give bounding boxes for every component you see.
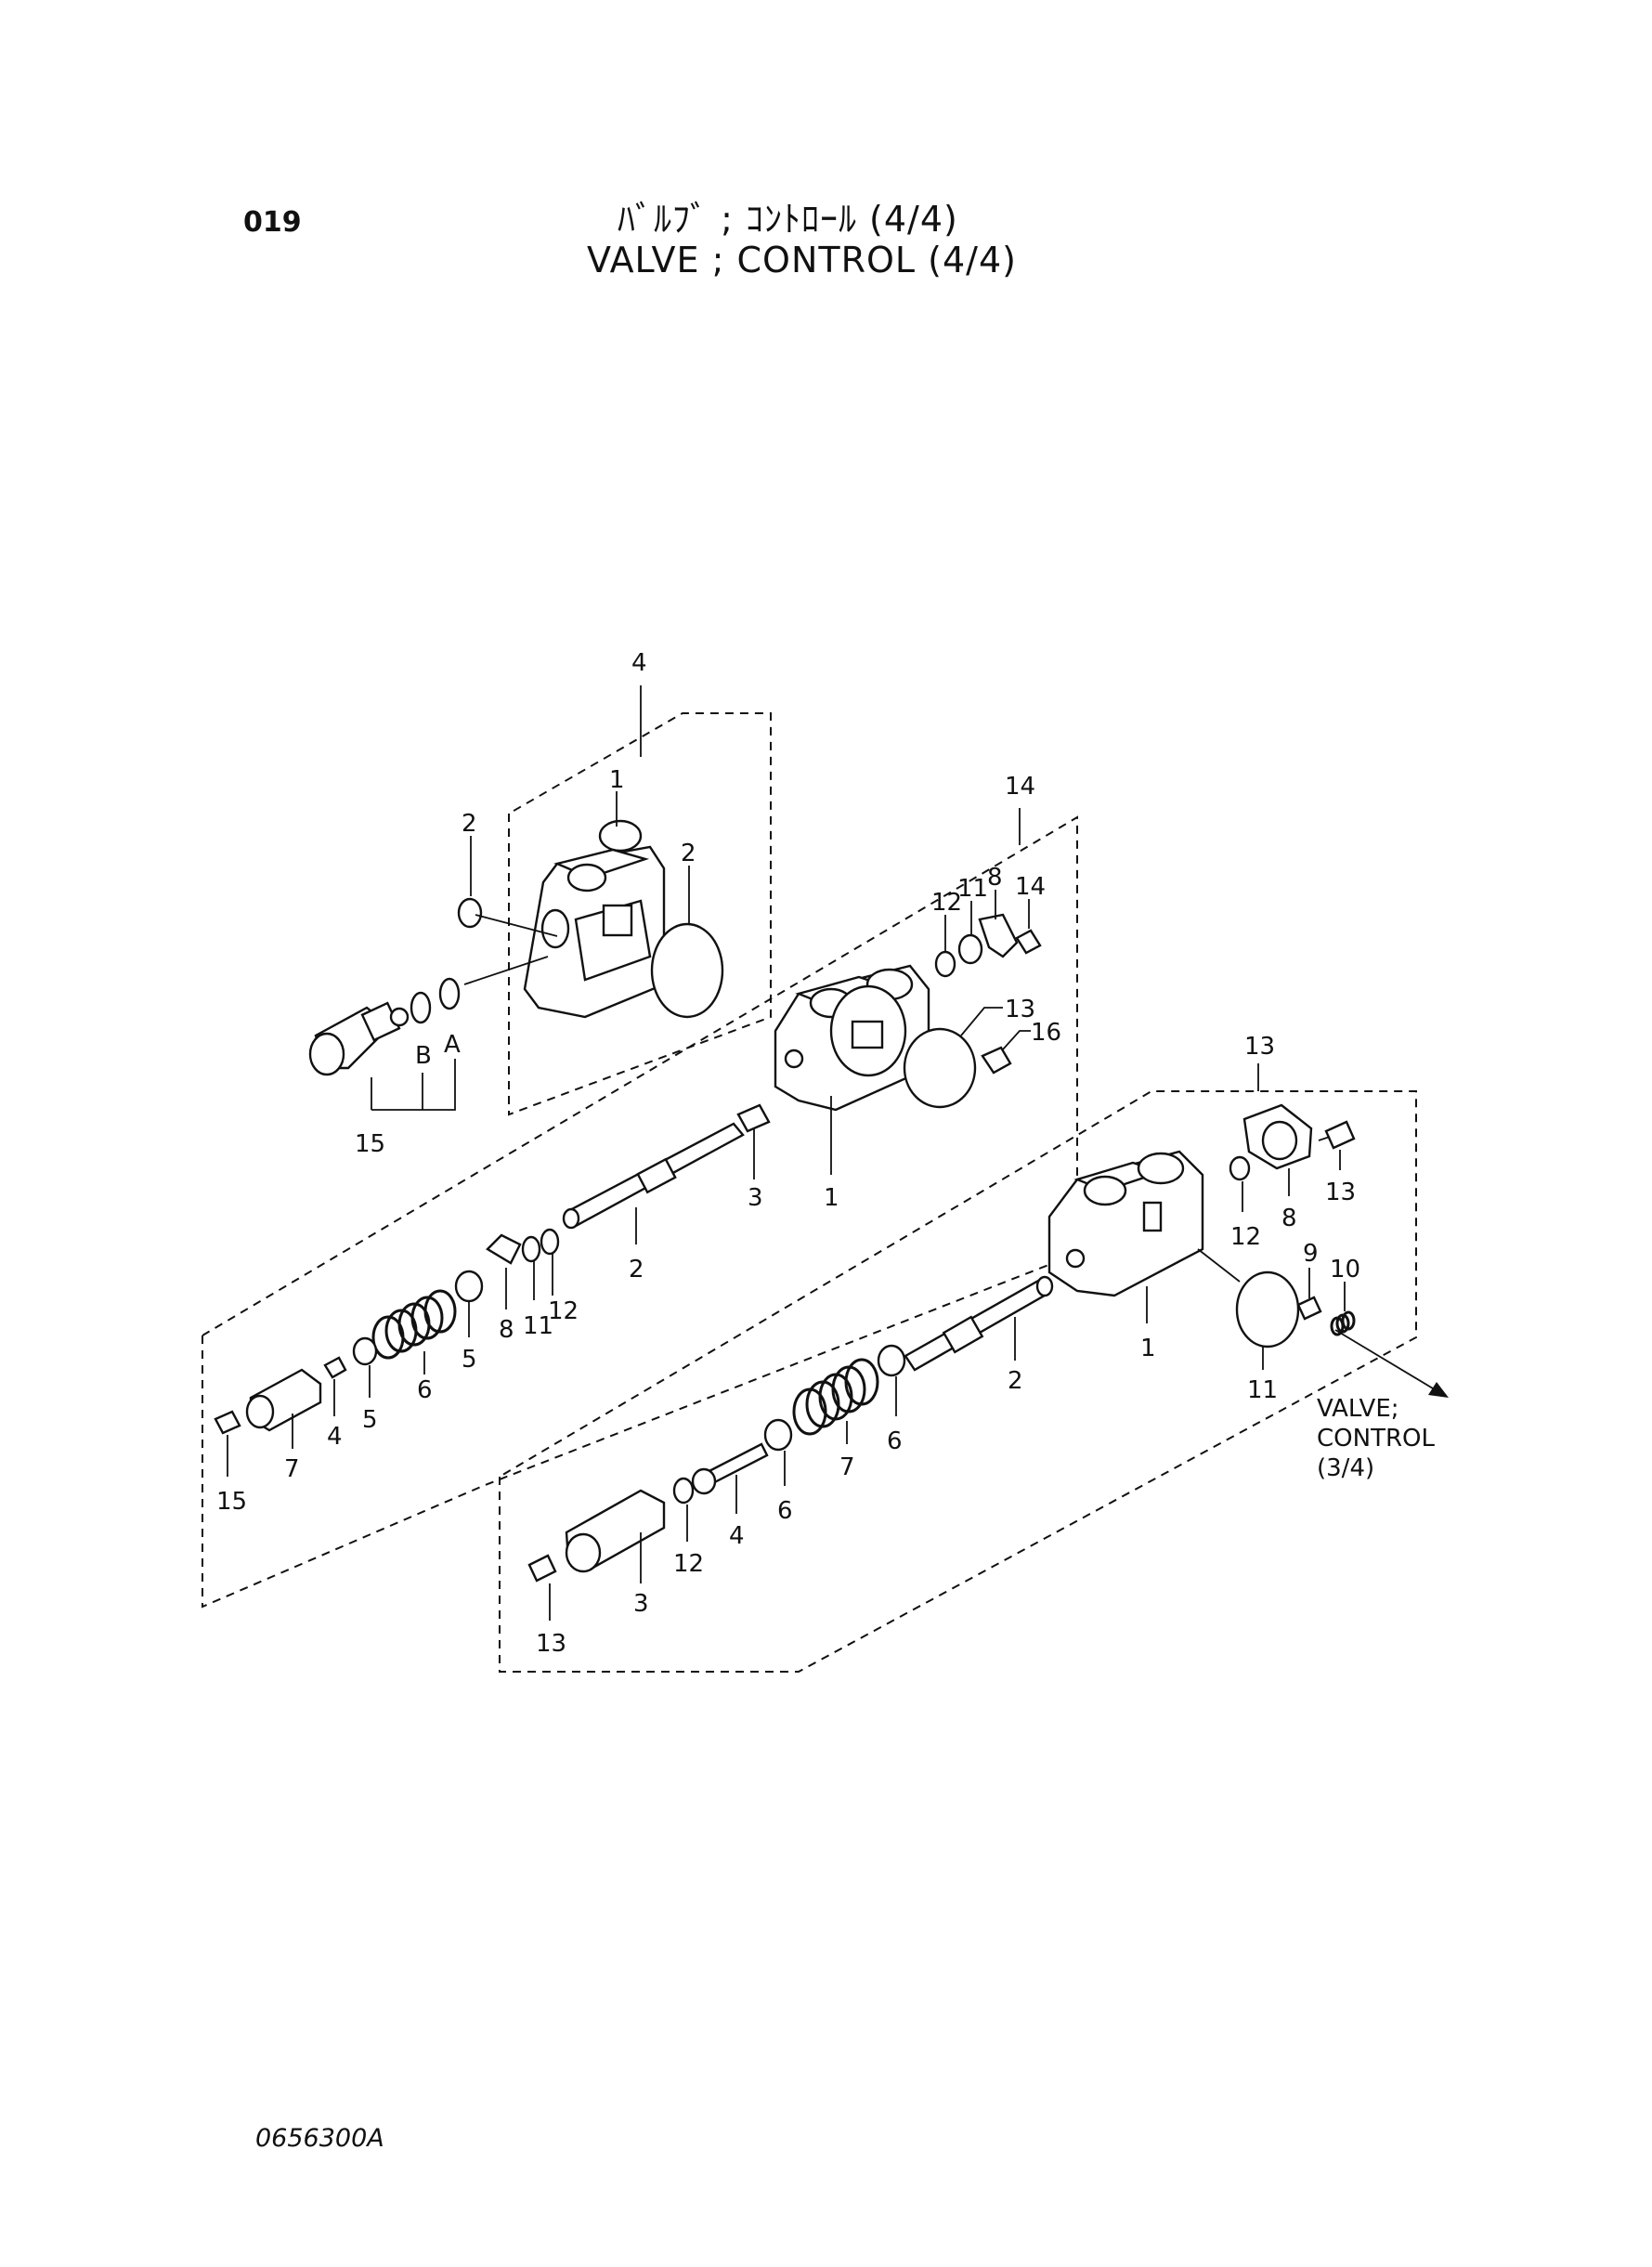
- callout-12: 12: [673, 1550, 704, 1578]
- callout-10: 10: [1330, 1256, 1360, 1283]
- callout-1: 1: [824, 1184, 839, 1212]
- o-ring-b: [410, 991, 432, 1024]
- callout-12: 12: [931, 889, 962, 917]
- reference-line-3: (3/4): [1317, 1454, 1374, 1482]
- reference-arrow: [1334, 1329, 1438, 1392]
- title-english: VALVE ; CONTROL (4/4): [587, 240, 1017, 280]
- callout-5: 5: [462, 1346, 477, 1374]
- spool-end-3: [736, 1103, 771, 1133]
- group-14-boundary: [202, 815, 1078, 1609]
- callout-12: 12: [548, 1297, 579, 1325]
- washer: [957, 933, 983, 965]
- bolt: [1015, 929, 1042, 955]
- plate: [978, 913, 1019, 958]
- callout-12: 12: [1230, 1223, 1261, 1251]
- callout-13: 13: [536, 1630, 566, 1658]
- callout-11: 11: [523, 1312, 553, 1340]
- spring-seat-6-lower: [763, 1418, 793, 1452]
- reference-line-1: VALVE;: [1317, 1395, 1399, 1423]
- callout-15: 15: [355, 1130, 385, 1158]
- group-13-boundary: [499, 1090, 1417, 1673]
- plug-16: [981, 1046, 1012, 1075]
- callout-13: 13: [1005, 996, 1035, 1023]
- washer-11: [521, 1235, 541, 1263]
- assembly-group-4: 4 1 2 2 B A: [308, 649, 772, 1158]
- large-o-ring: [650, 922, 724, 1019]
- callout-6: 6: [777, 1497, 793, 1525]
- o-ring-a: [438, 977, 461, 1010]
- drawing-code: 0656300A: [255, 2124, 384, 2153]
- callout-3: 3: [748, 1184, 763, 1212]
- callout-6: 6: [417, 1376, 433, 1404]
- callout-2: 2: [629, 1256, 644, 1283]
- arrowhead: [1428, 1382, 1449, 1398]
- callout-15: 15: [216, 1488, 247, 1516]
- housing-section: [774, 964, 930, 1112]
- callout-9: 9: [1303, 1240, 1319, 1268]
- callout-1: 1: [609, 766, 625, 794]
- callout-13-top: 13: [1244, 1033, 1275, 1061]
- callout-14: 14: [1015, 873, 1046, 901]
- group-4-boundary: [508, 712, 772, 1116]
- callout-2-right: 2: [681, 840, 696, 867]
- plate-8: [486, 1233, 522, 1265]
- pin-9: [1296, 1296, 1322, 1321]
- callout-8: 8: [499, 1316, 514, 1344]
- callout-4: 4: [729, 1522, 745, 1550]
- spring-10: [1330, 1310, 1356, 1336]
- plug-4: [323, 1356, 347, 1379]
- callout-4: 4: [631, 649, 647, 677]
- spring-7: [792, 1358, 879, 1436]
- housing-section: [1047, 1150, 1204, 1297]
- callout-2: 2: [1008, 1367, 1023, 1395]
- callout-11: 11: [957, 875, 988, 903]
- port-b-label: B: [415, 1042, 432, 1070]
- o-ring-11: [1235, 1270, 1300, 1348]
- callout-7: 7: [284, 1455, 300, 1483]
- callout-8: 8: [987, 864, 1003, 892]
- callout-5: 5: [362, 1406, 378, 1434]
- bolt-13-lower: [527, 1554, 557, 1583]
- assembly-group-14: 14 1 12 11 8 14 13 16: [202, 773, 1078, 1609]
- o-ring-13: [903, 1027, 977, 1109]
- callout-4: 4: [327, 1423, 343, 1451]
- page-number: 019: [243, 206, 302, 239]
- o-ring-12: [1229, 1155, 1251, 1181]
- bolt-13: [1324, 1120, 1356, 1150]
- spring-seat-5-lower: [352, 1336, 378, 1366]
- spring-seat-5: [454, 1270, 484, 1303]
- callout-3: 3: [633, 1590, 649, 1618]
- spring-seat-6: [877, 1344, 906, 1377]
- bolt-15: [214, 1410, 241, 1435]
- port-a-label: A: [444, 1031, 461, 1059]
- seal-ring: [457, 897, 483, 929]
- callout-6: 6: [887, 1427, 903, 1455]
- callout-8: 8: [1281, 1205, 1297, 1232]
- o-ring-12: [540, 1228, 560, 1256]
- callout-7: 7: [839, 1453, 855, 1481]
- callout-11: 11: [1247, 1376, 1278, 1404]
- callout-13: 13: [1325, 1179, 1356, 1206]
- callout-16: 16: [1031, 1019, 1061, 1047]
- assembly-group-13: 13 8 13 12 1 11 9: [499, 1033, 1449, 1673]
- title-japanese: ﾊﾞﾙﾌﾞ ; ｺﾝﾄﾛｰﾙ (4/4): [618, 199, 958, 240]
- callout-1: 1: [1140, 1335, 1156, 1362]
- o-ring-12-lower: [672, 1477, 695, 1505]
- relief-valve-cartridge: [308, 1001, 410, 1076]
- housing-section: [523, 819, 666, 1019]
- reference-line-2: CONTROL: [1317, 1425, 1435, 1453]
- callout-14-top: 14: [1005, 773, 1035, 801]
- spring-6: [371, 1289, 457, 1360]
- o-ring: [934, 950, 956, 978]
- callout-2-left: 2: [462, 810, 477, 838]
